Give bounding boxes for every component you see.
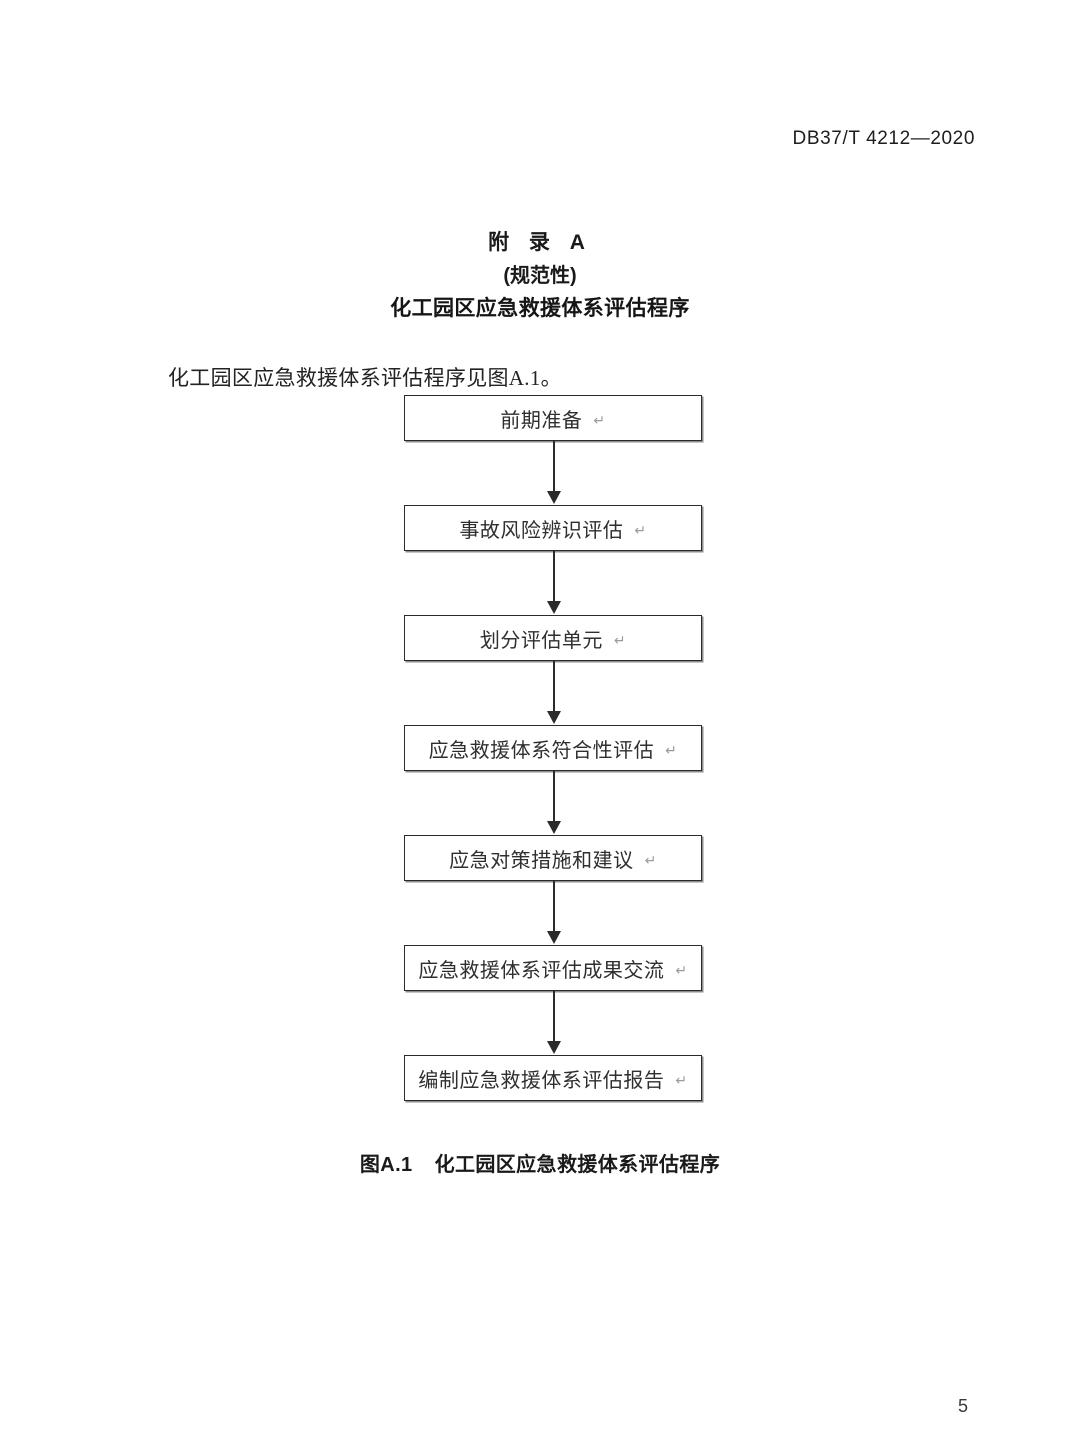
annex-label: 附 录 A: [488, 231, 592, 254]
flowchart-arrow-6-to-7: [404, 991, 704, 1055]
paragraph-mark-icon: ↵: [675, 962, 688, 979]
flowchart-arrow-2-to-3: [404, 551, 704, 615]
flowchart-arrow-5-to-6: [404, 881, 704, 945]
flowchart-node-divide-evaluation-units: 划分评估单元↵: [404, 615, 702, 661]
arrow-stem: [553, 441, 555, 494]
flowchart-node-label: 应急救援体系评估成果交流↵: [418, 959, 688, 982]
arrow-down-icon: [547, 931, 561, 944]
flowchart-arrow-1-to-2: [404, 441, 704, 505]
flowchart-node-label: 事故风险辨识评估↵: [459, 519, 647, 542]
figure-number: 图A.1: [359, 1154, 413, 1176]
page-number: 5: [957, 1396, 968, 1416]
paragraph-mark-icon: ↵: [675, 1072, 688, 1089]
flowchart-arrow-4-to-5: [404, 771, 704, 835]
arrow-stem: [553, 881, 555, 934]
figure-caption: 图A.1 化工园区应急救援体系评估程序: [0, 1148, 1080, 1177]
annex-title-block: 附 录 A (规范性) 化工园区应急救援体系评估程序: [0, 228, 1080, 325]
evaluation-procedure-flowchart: 前期准备↵ 事故风险辨识评估↵ 划分评估单元↵ 应急救援体系符合性评估↵ 应急对…: [404, 395, 704, 1101]
arrow-stem: [553, 551, 555, 604]
flowchart-node-results-exchange: 应急救援体系评估成果交流↵: [404, 945, 702, 991]
paragraph-mark-icon: ↵: [644, 852, 657, 869]
arrow-stem: [553, 991, 555, 1044]
intro-paragraph: 化工园区应急救援体系评估程序见图A.1。: [168, 366, 562, 390]
flowchart-node-accident-risk-identification: 事故风险辨识评估↵: [404, 505, 702, 551]
paragraph-mark-icon: ↵: [665, 742, 678, 759]
arrow-down-icon: [547, 1041, 561, 1054]
flowchart-node-compile-evaluation-report: 编制应急救援体系评估报告↵: [404, 1055, 702, 1101]
paragraph-mark-icon: ↵: [593, 412, 606, 429]
arrow-stem: [553, 771, 555, 824]
arrow-down-icon: [547, 491, 561, 504]
annex-title: 化工园区应急救援体系评估程序: [390, 297, 690, 320]
flowchart-node-emergency-countermeasures: 应急对策措施和建议↵: [404, 835, 702, 881]
flowchart-node-compliance-evaluation: 应急救援体系符合性评估↵: [404, 725, 702, 771]
running-header-standard-number: DB37/T 4212—2020: [792, 128, 975, 149]
arrow-down-icon: [547, 711, 561, 724]
figure-caption-text: 化工园区应急救援体系评估程序: [434, 1154, 721, 1176]
arrow-down-icon: [547, 821, 561, 834]
flowchart-node-label: 应急对策措施和建议↵: [449, 849, 657, 872]
flowchart-arrow-3-to-4: [404, 661, 704, 725]
arrow-stem: [553, 661, 555, 714]
flowchart-node-label: 应急救援体系符合性评估↵: [428, 739, 678, 762]
flowchart-node-preliminary-preparation: 前期准备↵: [404, 395, 702, 441]
flowchart-node-label: 编制应急救援体系评估报告↵: [418, 1069, 688, 1092]
paragraph-mark-icon: ↵: [613, 632, 627, 649]
arrow-down-icon: [547, 601, 561, 614]
flowchart-node-label: 划分评估单元↵: [479, 629, 627, 652]
paragraph-mark-icon: ↵: [634, 522, 647, 539]
flowchart-node-label: 前期准备↵: [500, 409, 606, 432]
annex-normative-marker: (规范性): [503, 265, 577, 287]
